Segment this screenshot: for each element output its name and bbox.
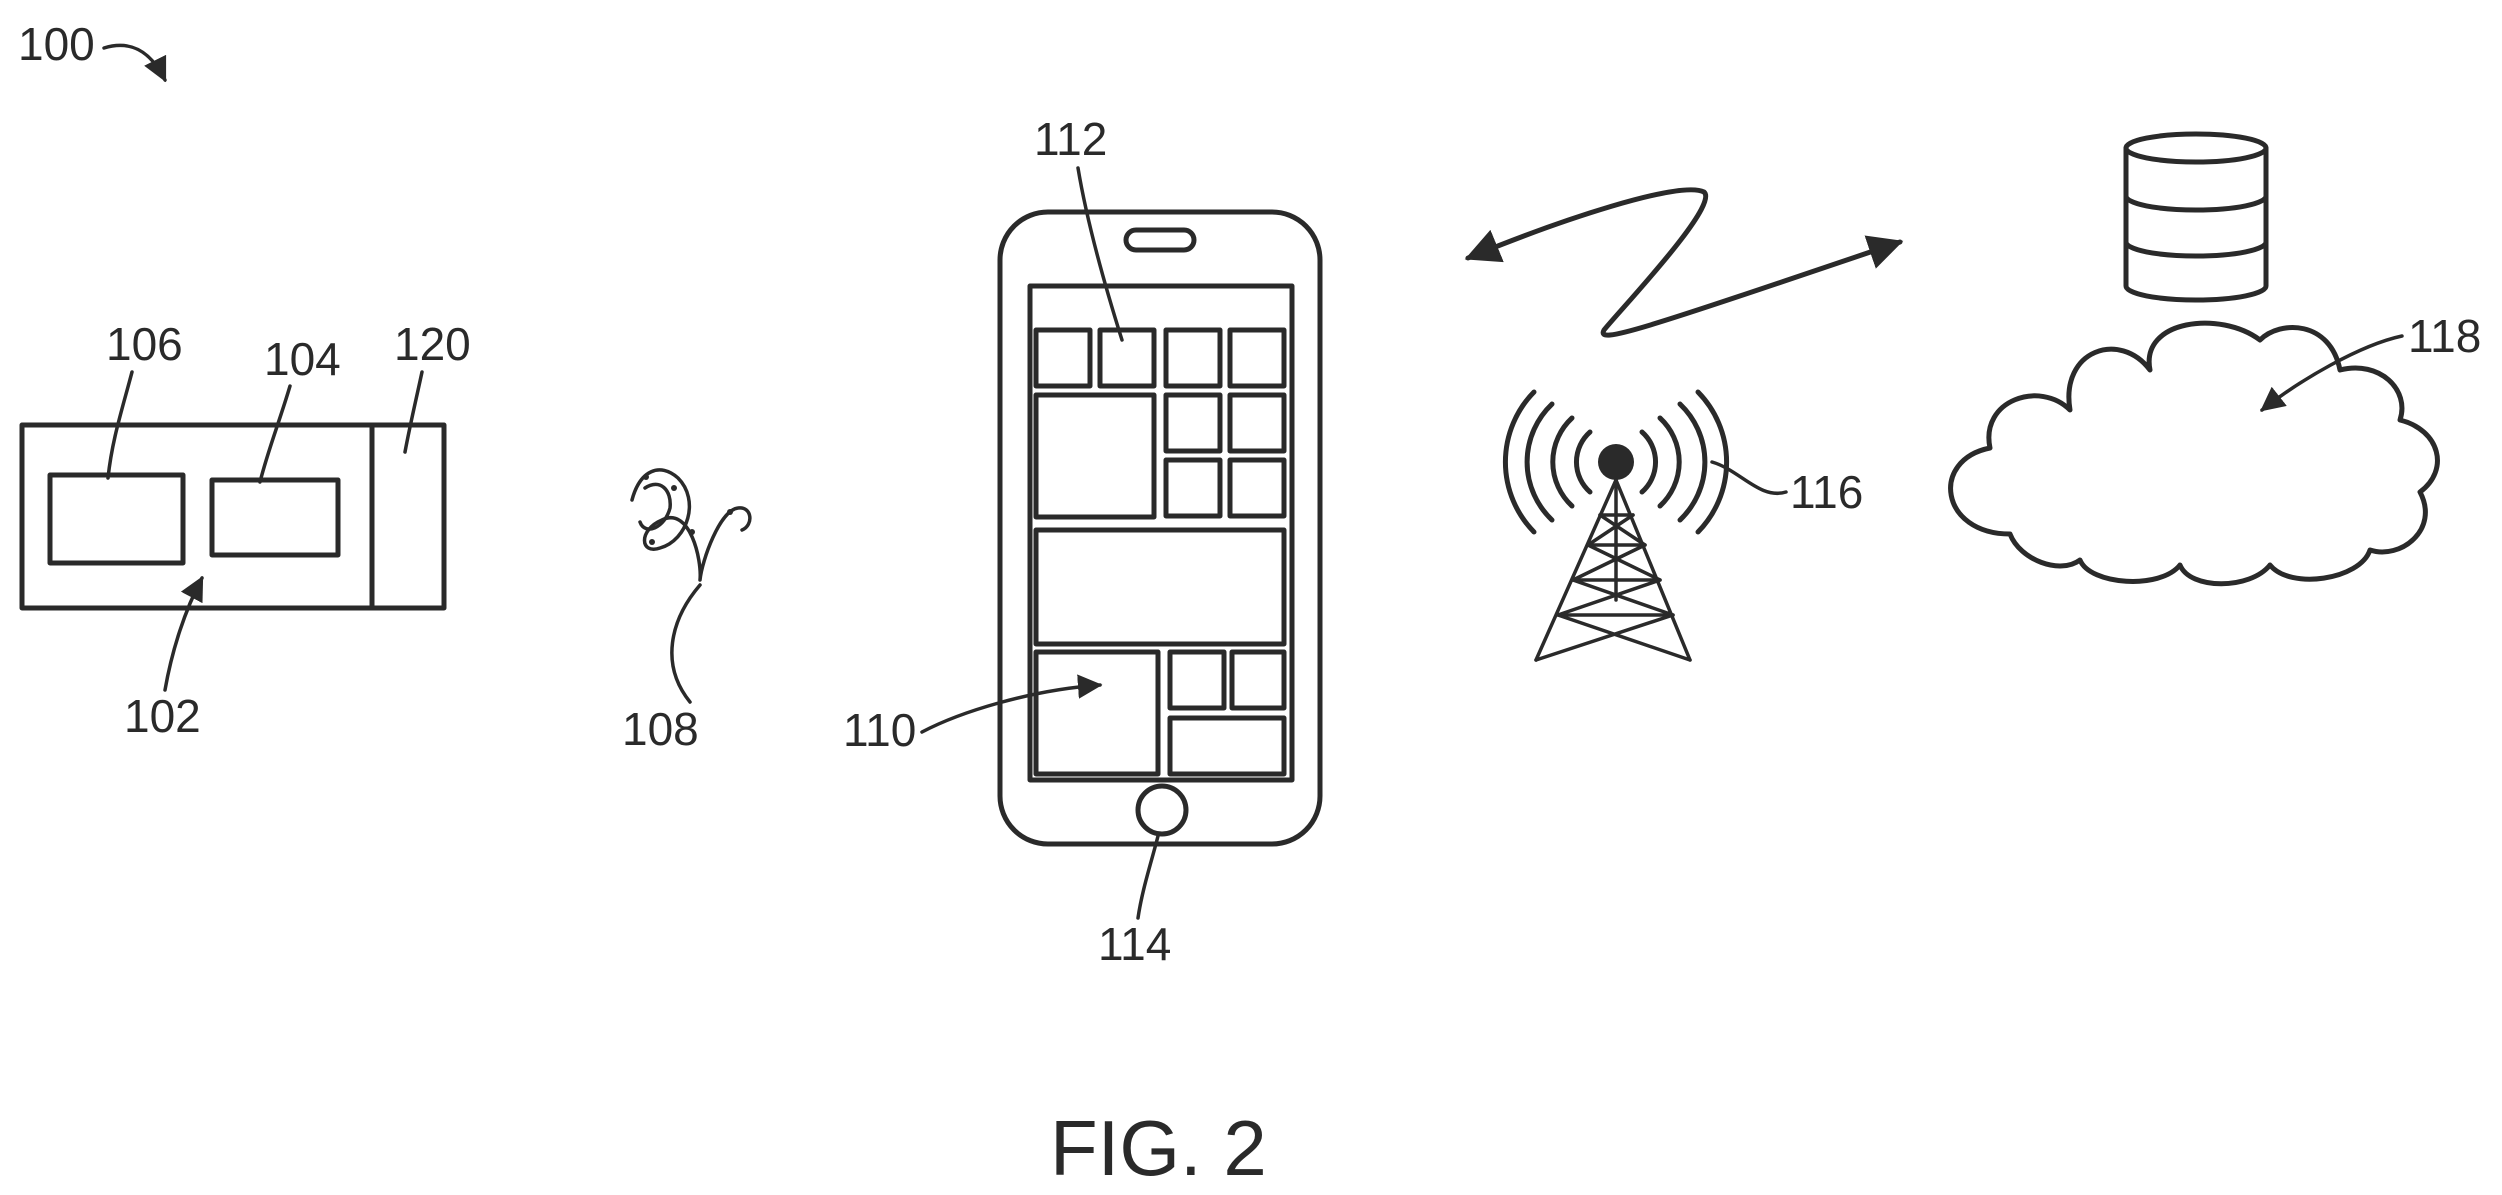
home-button-icon [1138, 786, 1186, 834]
label-118: 118 [2262, 310, 2481, 410]
svg-text:108: 108 [622, 703, 699, 755]
cartridge-device [22, 425, 444, 608]
svg-text:100: 100 [18, 18, 95, 70]
speaker-slot [1126, 230, 1194, 250]
svg-text:102: 102 [124, 690, 201, 742]
wireless-link-arrow [1468, 190, 1900, 335]
smartphone [1000, 212, 1320, 844]
svg-text:112: 112 [1034, 113, 1107, 165]
label-104: 104 [260, 333, 341, 482]
svg-text:114: 114 [1098, 918, 1171, 970]
label-106: 106 [106, 318, 183, 478]
label-120: 120 [394, 318, 471, 452]
svg-text:106: 106 [106, 318, 183, 370]
database-icon [2126, 134, 2266, 300]
module-right-box [212, 480, 338, 555]
biological-sample [632, 470, 750, 580]
svg-text:120: 120 [394, 318, 471, 370]
label-112: 112 [1034, 113, 1122, 340]
cell-tower [1505, 392, 1726, 660]
svg-text:116: 116 [1790, 466, 1863, 518]
label-110: 110 [843, 685, 1100, 756]
cloud-server [1951, 323, 2438, 584]
svg-text:110: 110 [843, 704, 916, 756]
label-114: 114 [1098, 836, 1171, 970]
label-108: 108 [622, 585, 700, 755]
svg-text:104: 104 [264, 333, 341, 385]
label-116: 116 [1712, 462, 1863, 518]
figure-caption: FIG. 2 [1050, 1104, 1267, 1192]
svg-text:118: 118 [2408, 310, 2481, 362]
system-label: 100 [18, 18, 165, 80]
module-left-box [50, 475, 183, 563]
label-102: 102 [124, 578, 202, 742]
